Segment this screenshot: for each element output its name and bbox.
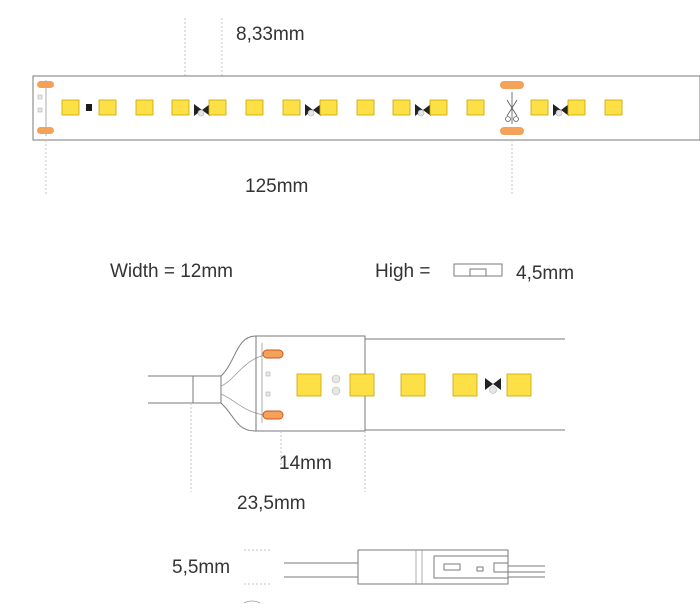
led-chip-icon [98,99,117,116]
solder-pad-icon [37,127,54,134]
resistor-icon [415,104,431,117]
connector-view: 14mm 23,5mm [148,335,565,514]
top-strip-view: 8,33mm [32,18,700,197]
led-chip-icon [466,99,485,116]
width-label: Width = 12mm [110,261,233,282]
connector-outer-length-label: 23,5mm [237,493,306,514]
solder-pad-icon [500,81,524,89]
led-chip-icon [400,373,426,397]
led-chip-icon [429,99,448,116]
solder-pad-icon [37,81,54,88]
led-chip-icon [171,99,190,116]
resistor-icon [194,104,210,117]
resistor-icon [305,104,321,117]
strip-body [32,75,700,141]
profile-icon [453,263,503,277]
segment-length-label: 125mm [245,176,308,197]
led-chip-icon [61,99,80,116]
led-chip-icon [282,99,301,116]
scissors-icon [505,92,519,124]
led-chip-icon [452,373,478,397]
resistor-icon [331,374,341,384]
pitch-label: 8,33mm [236,24,305,45]
height-prefix-label: High = [375,261,430,282]
solder-pad-icon [262,349,284,359]
led-chip-icon [208,99,227,116]
height-value-label: 4,5mm [516,263,574,284]
led-chip-icon [356,99,375,116]
led-chip-icon [135,99,154,116]
led-chip-icon [319,99,338,116]
led-chip-icon [392,99,411,116]
led-chip-icon [567,99,586,116]
resistor-icon [485,378,501,394]
led-chip-icon [349,373,375,397]
connector-side-housing [357,549,509,585]
solder-pad-icon [500,127,524,135]
side-view: 5,5mm [172,549,545,604]
led-chip-icon [604,99,623,116]
resistor-icon [265,391,271,397]
cable-boot [192,375,222,404]
led-chip-icon [245,99,264,116]
resistor-icon [265,371,271,377]
dimensions-row: Width = 12mm High = 4,5mm [110,261,574,284]
resistor-icon [37,94,43,100]
led-chip-icon [530,99,549,116]
side-height-label: 5,5mm [172,557,230,578]
led-chip-icon [506,373,532,397]
solder-pad-icon [262,410,284,420]
resistor-icon [37,107,43,113]
connector-inner-length-label: 14mm [279,453,332,474]
resistor-icon [553,104,569,117]
ic-chip [86,104,92,111]
resistor-icon [331,386,341,396]
led-chip-icon [296,373,322,397]
